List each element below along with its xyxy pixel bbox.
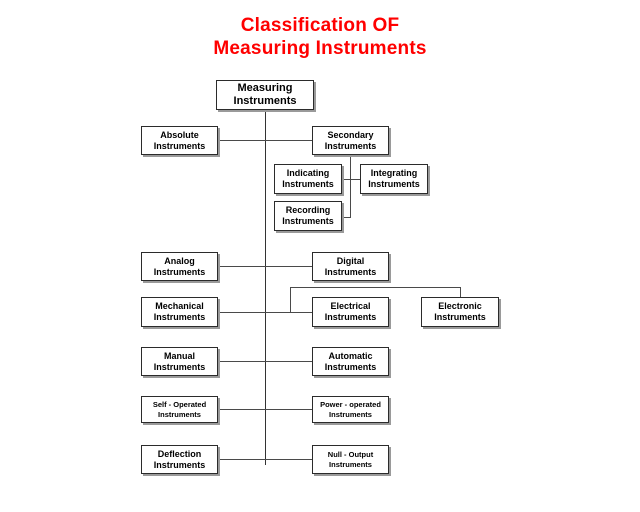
node-self-operated-instruments[interactable]: Self - Operated Instruments bbox=[141, 396, 218, 423]
connector-secondary-stem bbox=[350, 156, 351, 218]
node-label-line-2: Instruments bbox=[233, 95, 297, 107]
node-label-line-1: Power - operated bbox=[320, 399, 381, 409]
connector-row-analog-digital bbox=[218, 266, 312, 267]
node-label-line-1: Measuring bbox=[237, 82, 293, 94]
node-label-line-2: Instruments bbox=[324, 266, 377, 277]
title-line-2: Measuring Instruments bbox=[213, 38, 427, 59]
node-label-line-2: Instruments bbox=[153, 312, 206, 322]
node-automatic-instruments[interactable]: Automatic Instruments bbox=[312, 347, 389, 376]
node-label-line-1: Secondary bbox=[327, 129, 374, 140]
node-label-line-2: Instruments bbox=[434, 312, 486, 322]
node-label-line-1: Integrating bbox=[370, 168, 418, 178]
node-label-line-1: Deflection bbox=[157, 448, 202, 459]
node-label-line-2: Instruments bbox=[282, 216, 334, 226]
node-label-line-1: Mechanical bbox=[155, 301, 204, 311]
connector-trunk-vertical bbox=[265, 110, 266, 465]
node-indicating-instruments[interactable]: Indicating Instruments bbox=[274, 164, 342, 194]
node-label-line-2: Instruments bbox=[158, 409, 201, 419]
node-label-line-2: Instruments bbox=[282, 179, 334, 189]
node-analog-instruments[interactable]: Analog Instruments bbox=[141, 252, 218, 281]
node-label-line-2: Instruments bbox=[153, 459, 206, 470]
node-digital-instruments[interactable]: Digital Instruments bbox=[312, 252, 389, 281]
connector-row-mechanical-electrical bbox=[218, 312, 312, 313]
node-power-operated-instruments[interactable]: Power - operated Instruments bbox=[312, 396, 389, 423]
node-label-line-2: Instruments bbox=[153, 266, 206, 277]
connector-row-manual-automatic bbox=[218, 361, 312, 362]
node-label-line-2: Instruments bbox=[329, 459, 372, 469]
node-label-line-1: Null - Output bbox=[327, 449, 374, 459]
node-label-line-1: Absolute bbox=[160, 129, 199, 140]
node-label-line-2: Instruments bbox=[153, 361, 206, 372]
node-label-line-1: Self - Operated bbox=[152, 399, 207, 409]
node-label-line-1: Automatic bbox=[328, 350, 373, 361]
node-label-line-1: Electrical bbox=[330, 301, 371, 311]
connector-row-absolute-secondary bbox=[218, 140, 312, 141]
node-label-line-1: Manual bbox=[163, 350, 195, 361]
node-absolute-instruments[interactable]: Absolute Instruments bbox=[141, 126, 218, 155]
connector-indicating bbox=[342, 179, 351, 180]
connector-bracket-left-vertical bbox=[290, 287, 291, 313]
connector-integrating bbox=[350, 179, 360, 180]
node-electrical-instruments[interactable]: Electrical Instruments bbox=[312, 297, 389, 327]
node-label-line-2: Instruments bbox=[153, 140, 206, 151]
node-label-line-1: Recording bbox=[285, 205, 331, 215]
node-measuring-instruments[interactable]: Measuring Instruments bbox=[216, 80, 314, 110]
title-line-1: Classification OF bbox=[240, 15, 400, 36]
node-label-line-2: Instruments bbox=[324, 140, 377, 151]
page-title: Classification OF Measuring Instruments bbox=[0, 14, 640, 60]
node-recording-instruments[interactable]: Recording Instruments bbox=[274, 201, 342, 231]
connector-bracket-right-vertical bbox=[460, 287, 461, 297]
node-label-line-2: Instruments bbox=[329, 409, 372, 419]
node-secondary-instruments[interactable]: Secondary Instruments bbox=[312, 126, 389, 155]
node-label-line-2: Instruments bbox=[368, 179, 420, 189]
connector-recording bbox=[342, 217, 351, 218]
connector-bracket-top-horizontal bbox=[290, 287, 461, 288]
node-deflection-instruments[interactable]: Deflection Instruments bbox=[141, 445, 218, 474]
node-label-line-1: Analog bbox=[164, 255, 195, 266]
connector-row-deflection-null bbox=[218, 459, 312, 460]
node-manual-instruments[interactable]: Manual Instruments bbox=[141, 347, 218, 376]
node-label-line-2: Instruments bbox=[324, 361, 377, 372]
node-integrating-instruments[interactable]: Integrating Instruments bbox=[360, 164, 428, 194]
node-electronic-instruments[interactable]: Electronic Instruments bbox=[421, 297, 499, 327]
node-label-line-1: Digital bbox=[336, 255, 365, 266]
node-label-line-1: Electronic bbox=[438, 301, 482, 311]
node-label-line-2: Instruments bbox=[324, 312, 377, 322]
node-mechanical-instruments[interactable]: Mechanical Instruments bbox=[141, 297, 218, 327]
node-label-line-1: Indicating bbox=[286, 168, 330, 178]
connector-row-self-power bbox=[218, 409, 312, 410]
node-null-output-instruments[interactable]: Null - Output Instruments bbox=[312, 445, 389, 474]
